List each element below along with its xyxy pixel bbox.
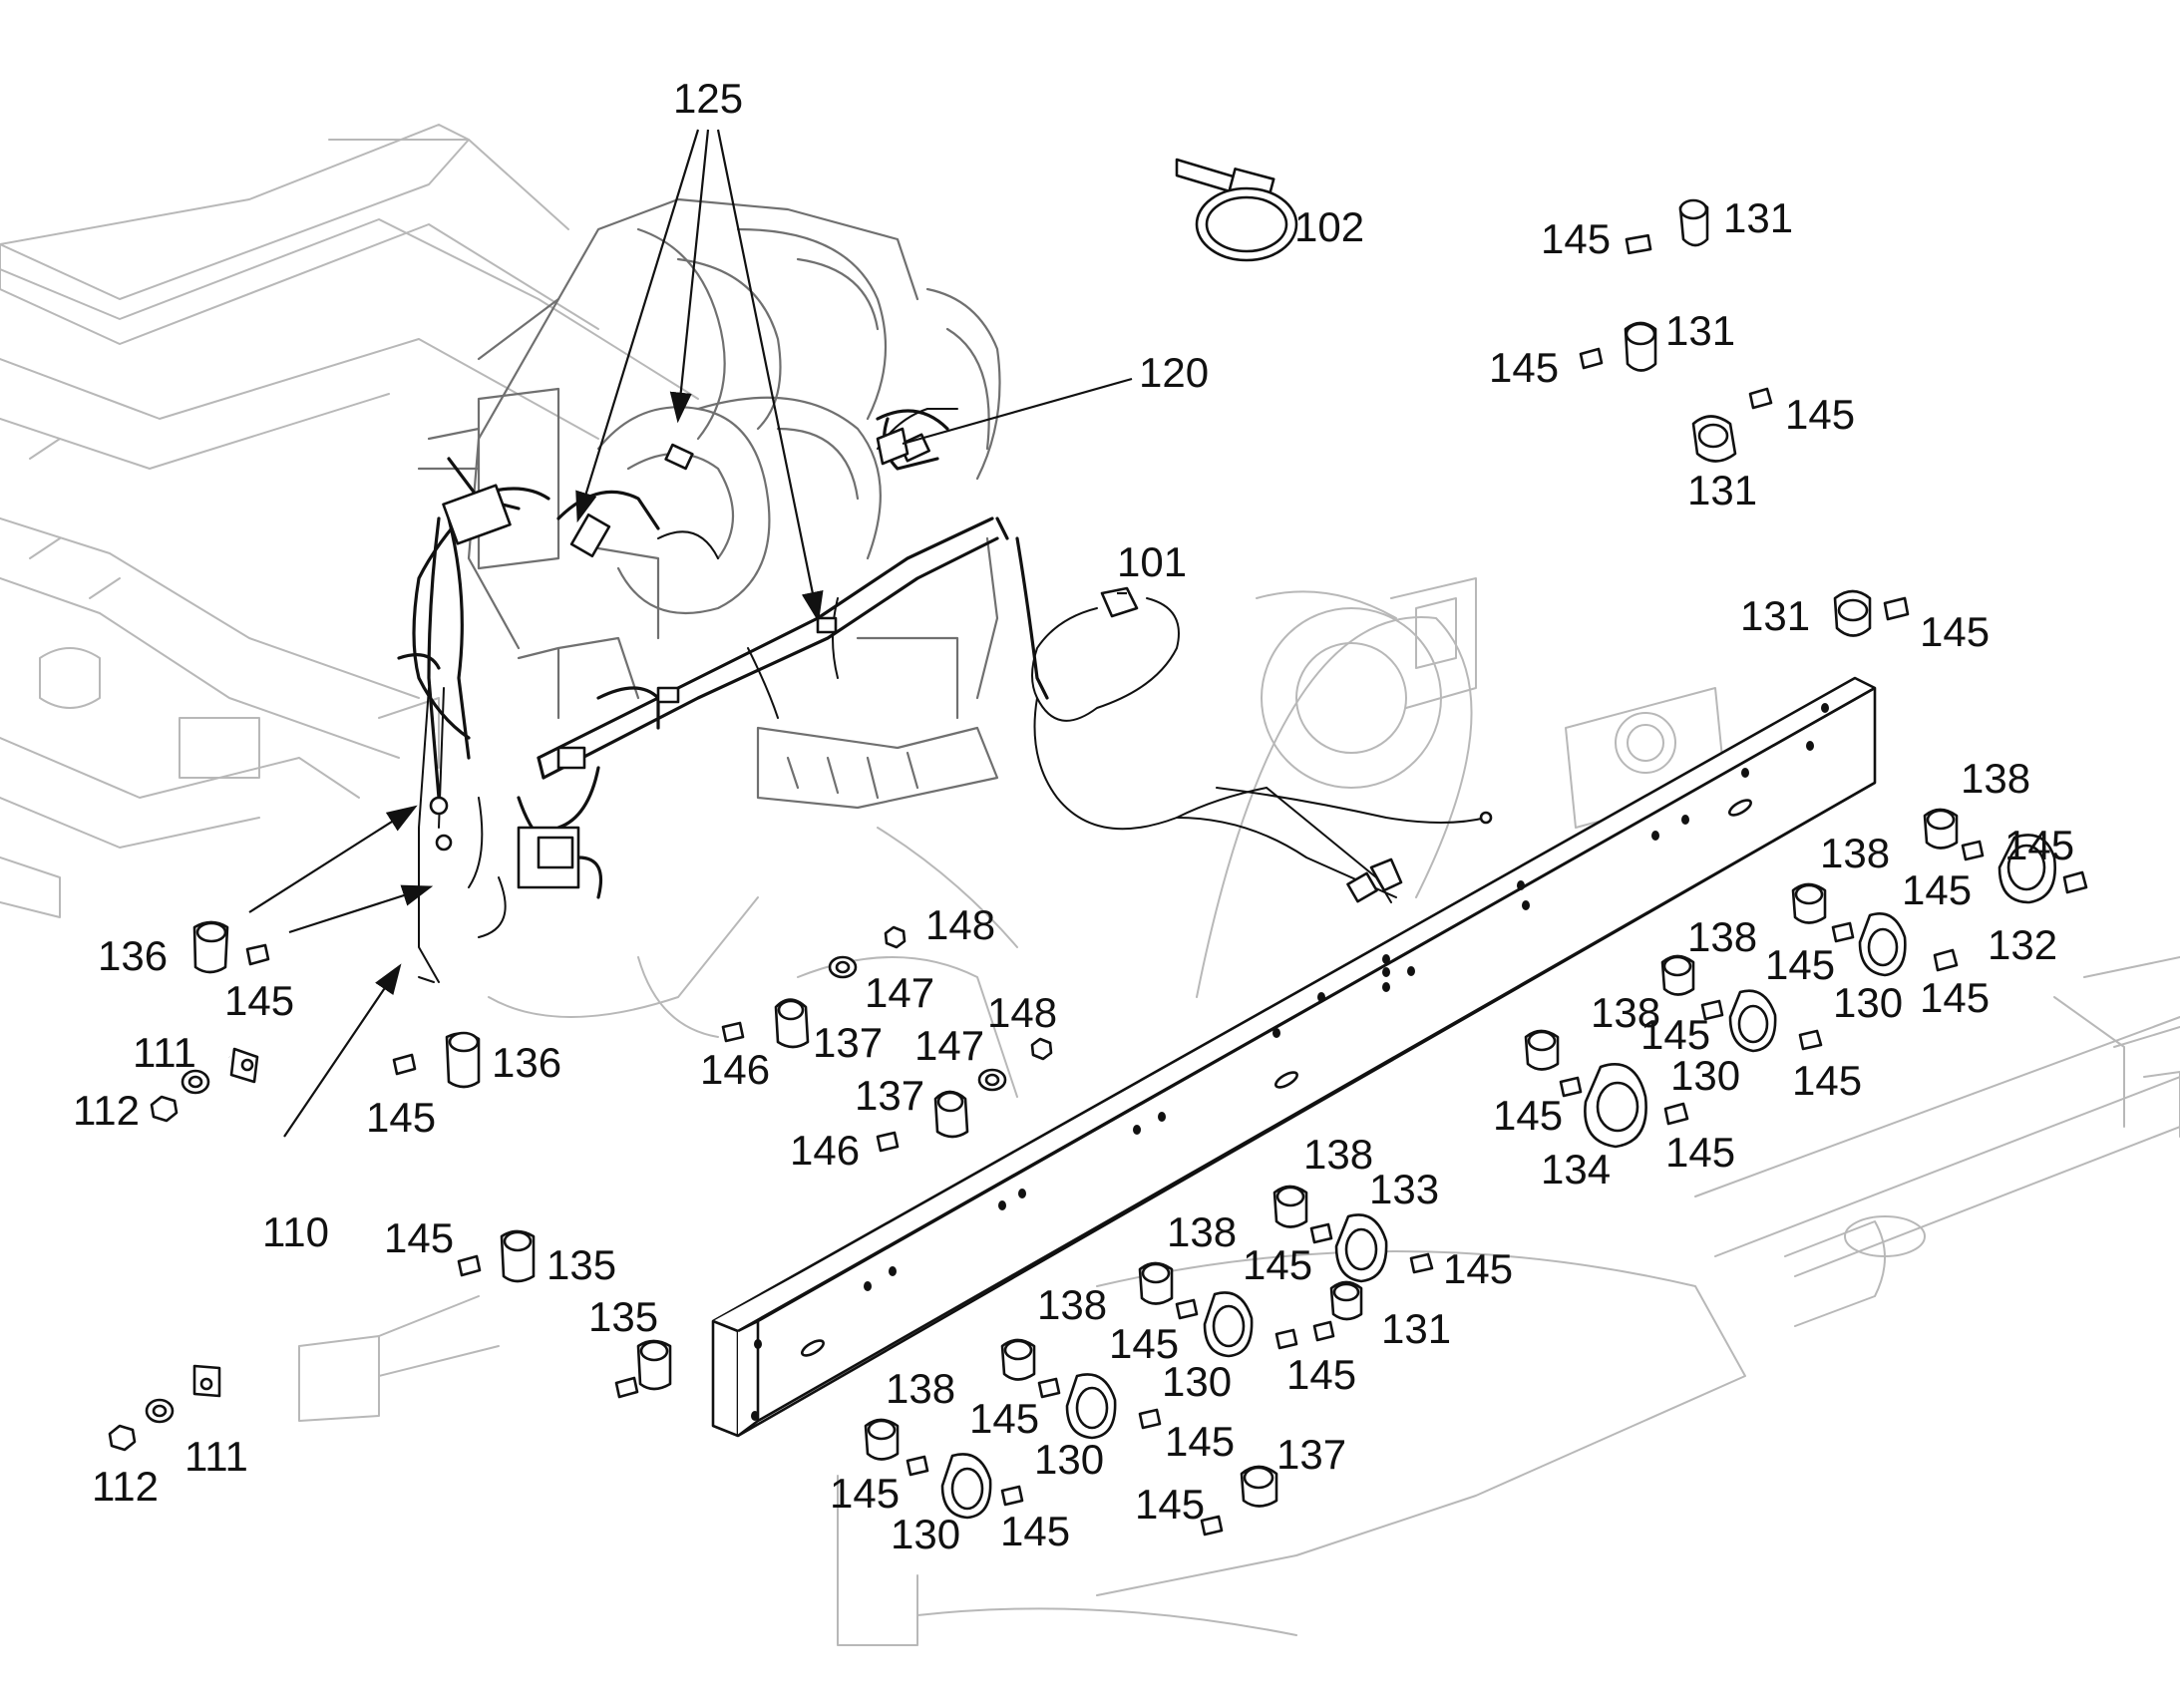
callout-120: 120	[1139, 349, 1209, 396]
callout-131: 131	[1687, 467, 1757, 513]
machine-frame-background	[0, 124, 2180, 1646]
callout-112: 112	[92, 1463, 159, 1510]
callout-145: 145	[366, 1094, 436, 1141]
callout-138: 138	[1961, 755, 2030, 802]
callout-135: 135	[546, 1241, 616, 1288]
callout-137: 137	[813, 1019, 883, 1066]
wiring-harness-125	[397, 409, 1049, 983]
callout-145: 145	[1493, 1092, 1563, 1139]
callout-135: 135	[588, 1293, 658, 1340]
callout-145: 145	[1785, 391, 1855, 438]
callout-145: 145	[1902, 866, 1972, 913]
callout-130: 130	[1162, 1358, 1232, 1405]
callout-110: 110	[262, 1208, 329, 1255]
callout-147: 147	[865, 969, 934, 1016]
leader-lines	[248, 129, 1133, 1138]
callout-125: 125	[673, 75, 743, 122]
callout-131: 131	[1740, 592, 1810, 639]
callout-145: 145	[1665, 1129, 1735, 1176]
callout-137: 137	[1276, 1431, 1346, 1478]
callout-145: 145	[1135, 1481, 1205, 1528]
callout-148: 148	[925, 901, 995, 948]
sensor-120	[876, 408, 958, 466]
callout-136: 136	[492, 1039, 561, 1086]
callout-145: 145	[1443, 1245, 1513, 1292]
callout-132: 132	[1988, 921, 2057, 968]
cable-110	[108, 1047, 259, 1452]
callout-146: 146	[700, 1046, 770, 1093]
callout-145: 145	[1920, 974, 1990, 1021]
callout-138: 138	[1037, 1281, 1107, 1328]
callout-131: 131	[1665, 307, 1735, 354]
callout-130: 130	[891, 1511, 960, 1557]
callout-145: 145	[1920, 608, 1990, 655]
callout-146: 146	[790, 1127, 860, 1174]
callout-145: 145	[1109, 1320, 1179, 1367]
callout-138: 138	[886, 1365, 955, 1412]
small-parts	[192, 198, 2088, 1537]
callout-145: 145	[1792, 1057, 1862, 1104]
callout-145: 145	[2004, 822, 2074, 868]
callout-145: 145	[224, 977, 294, 1024]
callout-145: 145	[830, 1470, 900, 1517]
callout-147: 147	[914, 1022, 984, 1069]
cable-101	[1031, 586, 1493, 903]
callout-131: 131	[1381, 1305, 1451, 1352]
callout-145: 145	[1489, 344, 1559, 391]
callout-145: 145	[1243, 1241, 1312, 1288]
callout-138: 138	[1687, 913, 1757, 960]
callout-145: 145	[969, 1395, 1039, 1442]
callout-102: 102	[1294, 203, 1364, 250]
callout-145: 145	[1541, 215, 1611, 262]
engine-assembly	[417, 197, 1001, 810]
callout-131: 131	[1723, 194, 1793, 241]
callout-101: 101	[1117, 538, 1187, 585]
callout-112: 112	[73, 1087, 140, 1134]
callout-111: 111	[133, 1029, 196, 1076]
callout-133: 133	[1369, 1166, 1439, 1212]
cable-tie-102	[1175, 158, 1298, 262]
callout-145: 145	[1765, 941, 1835, 988]
callout-136: 136	[98, 932, 168, 979]
callout-134: 134	[1541, 1146, 1611, 1193]
callout-145: 145	[1000, 1508, 1070, 1554]
callout-111: 111	[184, 1433, 248, 1480]
callout-138: 138	[1820, 830, 1890, 876]
callout-130: 130	[1034, 1436, 1104, 1483]
callout-labels: 125 102 145 131 145 131 145 131 120 101 …	[73, 75, 2074, 1557]
callout-148: 148	[987, 989, 1057, 1036]
callout-138: 138	[1167, 1208, 1237, 1255]
callout-130: 130	[1833, 979, 1903, 1026]
callout-145: 145	[384, 1214, 454, 1261]
callout-130: 130	[1670, 1052, 1740, 1099]
callout-137: 137	[855, 1072, 924, 1119]
callout-138: 138	[1591, 989, 1660, 1036]
support-rail	[711, 676, 1877, 1438]
callout-138: 138	[1303, 1131, 1373, 1178]
callout-145: 145	[1286, 1351, 1356, 1398]
callout-145: 145	[1165, 1418, 1235, 1465]
callout-145: 145	[1640, 1011, 1710, 1058]
